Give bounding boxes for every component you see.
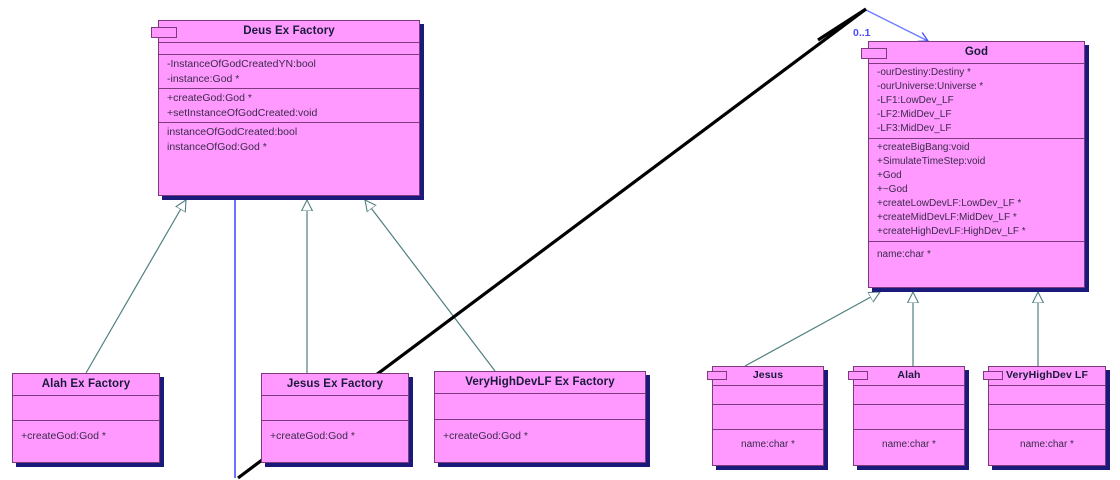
attributes-compartment-alah-ex-factory xyxy=(13,396,159,421)
extra-compartment-jesus: name:char * xyxy=(713,430,823,465)
operation-row: +createGod:God * xyxy=(21,430,106,442)
class-tab-icon xyxy=(707,371,727,380)
extra-compartment-deus-ex-factory: instanceOfGodCreated:bool instanceOfGod:… xyxy=(159,123,419,195)
generalization-alah-ex-factory xyxy=(85,200,186,374)
attributes-compartment-veryhighdev-lf xyxy=(989,386,1105,405)
class-tab-icon xyxy=(861,48,887,59)
class-jesus-ex-factory[interactable]: Jesus Ex Factory +createGod:God * xyxy=(261,373,409,463)
generalization-jesus xyxy=(744,292,880,367)
class-tab-icon xyxy=(848,371,868,380)
operations-compartment-veryhighdevlf-ex-factory: +createGod:God * xyxy=(435,420,645,462)
class-title-veryhighdev-lf: VeryHighDev LF xyxy=(989,367,1105,386)
operations-compartment-god: +createBigBang:void +SimulateTimeStep:vo… xyxy=(869,139,1084,242)
attribute-row: -instance:God * xyxy=(167,72,240,85)
operations-compartment-jesus xyxy=(713,405,823,430)
attributes-compartment-deus-ex-factory: -InstanceOfGodCreatedYN:bool -instance:G… xyxy=(159,55,419,89)
attribute-row: -LF1:LowDev_LF xyxy=(877,95,954,106)
attributes-compartment-jesus-ex-factory xyxy=(262,396,408,421)
class-title-god: God xyxy=(869,42,1084,64)
class-deus-ex-factory[interactable]: Deus Ex Factory -InstanceOfGodCreatedYN:… xyxy=(151,20,420,196)
attribute-row: -ourUniverse:Universe * xyxy=(877,81,984,92)
operation-row: +createHighDevLF:HighDev_LF * xyxy=(877,226,1026,237)
operations-compartment-alah xyxy=(854,405,964,430)
extra-compartment-veryhighdev-lf: name:char * xyxy=(989,430,1105,465)
operation-row: +God xyxy=(877,170,902,181)
operation-row: +createLowDevLF:LowDev_LF * xyxy=(877,198,1022,209)
attribute-row: -LF3:MidDev_LF xyxy=(877,123,952,134)
extra-row: instanceOfGodCreated:bool xyxy=(167,126,298,138)
class-alah-ex-factory[interactable]: Alah Ex Factory +createGod:God * xyxy=(12,373,160,463)
attribute-row: -InstanceOfGodCreatedYN:bool xyxy=(167,58,316,70)
operation-row: +createMidDevLF:MidDev_LF * xyxy=(877,212,1017,223)
attributes-compartment-alah xyxy=(854,386,964,405)
operation-row: +SimulateTimeStep:void xyxy=(877,156,986,167)
attributes-compartment-god: -ourDestiny:Destiny * -ourUniverse:Unive… xyxy=(869,64,1084,139)
class-god[interactable]: God -ourDestiny:Destiny * -ourUniverse:U… xyxy=(861,41,1085,288)
class-tab-icon xyxy=(151,27,177,38)
operation-row: +createGod:God * xyxy=(270,430,355,442)
extra-row: name:char * xyxy=(882,439,936,450)
generalization-veryhighdevlf-ex-factory xyxy=(365,200,496,372)
class-veryhighdev-lf[interactable]: VeryHighDev LF name:char * xyxy=(983,366,1106,466)
operations-compartment-veryhighdev-lf xyxy=(989,405,1105,430)
extra-row: instanceOfGod:God * xyxy=(167,140,267,153)
operations-compartment-alah-ex-factory: +createGod:God * xyxy=(13,421,159,462)
extra-compartment-alah: name:char * xyxy=(854,430,964,465)
operations-compartment-deus-ex-factory: +createGod:God * +setInstanceOfGodCreate… xyxy=(159,89,419,123)
attributes-compartment-jesus xyxy=(713,386,823,405)
class-title-alah: Alah xyxy=(854,367,964,386)
class-title-jesus-ex-factory: Jesus Ex Factory xyxy=(262,374,408,396)
class-alah[interactable]: Alah name:char * xyxy=(848,366,965,466)
attribute-row: -ourDestiny:Destiny * xyxy=(877,67,971,78)
extra-row: name:char * xyxy=(741,439,795,450)
attribute-row: -LF2:MidDev_LF xyxy=(877,109,952,120)
class-veryhighdevlf-ex-factory[interactable]: VeryHighDevLF Ex Factory +createGod:God … xyxy=(434,371,646,463)
operation-row: +~God xyxy=(877,184,908,195)
operation-row: +createGod:God * xyxy=(443,430,528,442)
class-title-alah-ex-factory: Alah Ex Factory xyxy=(13,374,159,396)
operation-row: +createBigBang:void xyxy=(877,142,970,153)
spacer-compartment xyxy=(159,43,419,55)
multiplicity-label-0-1: 0..1 xyxy=(853,27,871,39)
extra-row: name:char * xyxy=(877,249,931,260)
class-title-veryhighdevlf-ex-factory: VeryHighDevLF Ex Factory xyxy=(435,372,645,394)
extra-row: name:char * xyxy=(1020,439,1074,450)
class-title-jesus: Jesus xyxy=(713,367,823,386)
class-jesus[interactable]: Jesus name:char * xyxy=(707,366,824,466)
operation-row: +setInstanceOfGodCreated:void xyxy=(167,106,318,119)
class-tab-icon xyxy=(983,371,1003,380)
operation-row: +createGod:God * xyxy=(167,92,252,104)
attributes-compartment-veryhighdevlf-ex-factory xyxy=(435,394,645,420)
class-title-deus-ex-factory: Deus Ex Factory xyxy=(159,21,419,43)
extra-compartment-god: name:char * xyxy=(869,242,1084,287)
operations-compartment-jesus-ex-factory: +createGod:God * xyxy=(262,421,408,462)
